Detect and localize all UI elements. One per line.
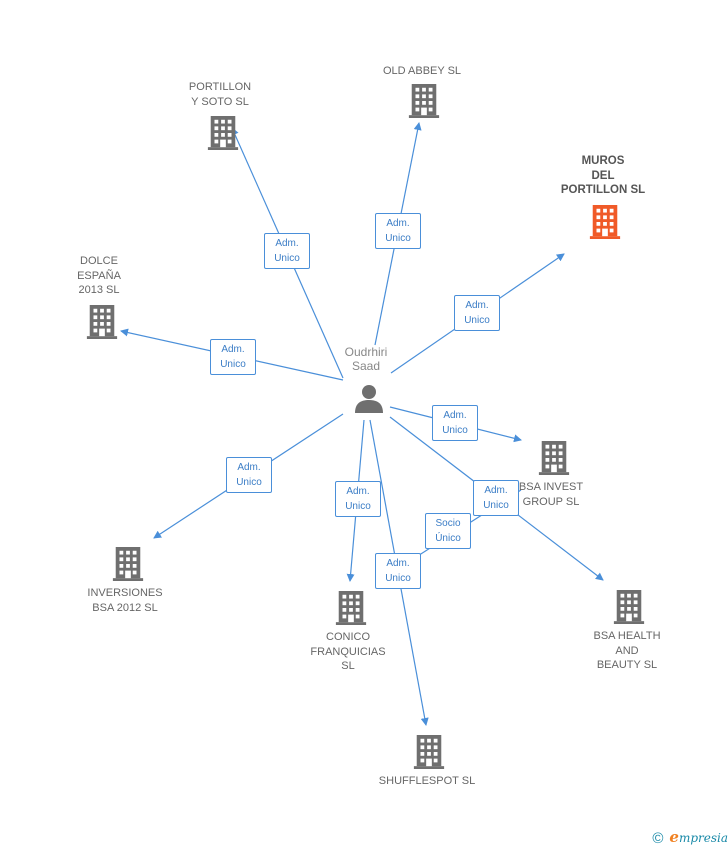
person-icon[interactable] <box>354 384 384 414</box>
brand-initial: e <box>669 827 679 846</box>
company-label-portillon-soto: PORTILLON Y SOTO SL <box>188 81 252 108</box>
edge-label-socio-unico[interactable]: Socio Único <box>425 513 471 549</box>
building-icon-bsa-invest[interactable] <box>538 441 570 475</box>
brand-logo: empresia <box>669 827 728 846</box>
building-icon-bsa-health[interactable] <box>613 590 645 624</box>
building-icon-conico[interactable] <box>335 591 367 625</box>
edge-label-dolce-espana[interactable]: Adm. Unico <box>210 339 256 375</box>
edge-label-old-abbey[interactable]: Adm. Unico <box>375 213 421 249</box>
company-label-shufflespot: SHUFFLESPOT SL <box>378 775 476 787</box>
building-icon-portillon-soto[interactable] <box>207 116 239 150</box>
copyright-icon: © <box>652 830 664 847</box>
company-label-bsa-health: BSA HEALTH AND BEAUTY SL <box>593 630 661 671</box>
edge-label-conico[interactable]: Adm. Unico <box>335 481 381 517</box>
edge-label-bsa-health[interactable]: Adm. Unico <box>473 480 519 516</box>
building-icon-muros-portillon[interactable] <box>589 205 621 239</box>
edge-label-muros-portillon[interactable]: Adm. Unico <box>454 295 500 331</box>
company-label-bsa-invest: BSA INVEST GROUP SL <box>518 481 584 508</box>
edge-label-shufflespot[interactable]: Adm. Unico <box>375 553 421 589</box>
company-label-old-abbey: OLD ABBEY SL <box>382 65 462 77</box>
edge-label-portillon-soto[interactable]: Adm. Unico <box>264 233 310 269</box>
edge-label-inversiones-bsa[interactable]: Adm. Unico <box>226 457 272 493</box>
building-icon-shufflespot[interactable] <box>413 735 445 769</box>
person-name-label: Oudrhiri Saad <box>344 345 388 373</box>
edge-label-bsa-invest[interactable]: Adm. Unico <box>432 405 478 441</box>
company-label-conico: CONICO FRANQUICIAS SL <box>310 631 386 672</box>
building-icon-dolce-espana[interactable] <box>86 305 118 339</box>
company-label-muros-portillon: MUROS DEL PORTILLON SL <box>560 155 646 196</box>
building-icon-inversiones-bsa[interactable] <box>112 547 144 581</box>
company-label-dolce-espana: DOLCE ESPAÑA 2013 SL <box>77 255 121 296</box>
footer-brand: © empresia <box>652 828 728 847</box>
brand-rest: mpresia <box>678 830 728 845</box>
company-label-inversiones-bsa: INVERSIONES BSA 2012 SL <box>87 587 163 614</box>
building-icon-old-abbey[interactable] <box>408 84 440 118</box>
